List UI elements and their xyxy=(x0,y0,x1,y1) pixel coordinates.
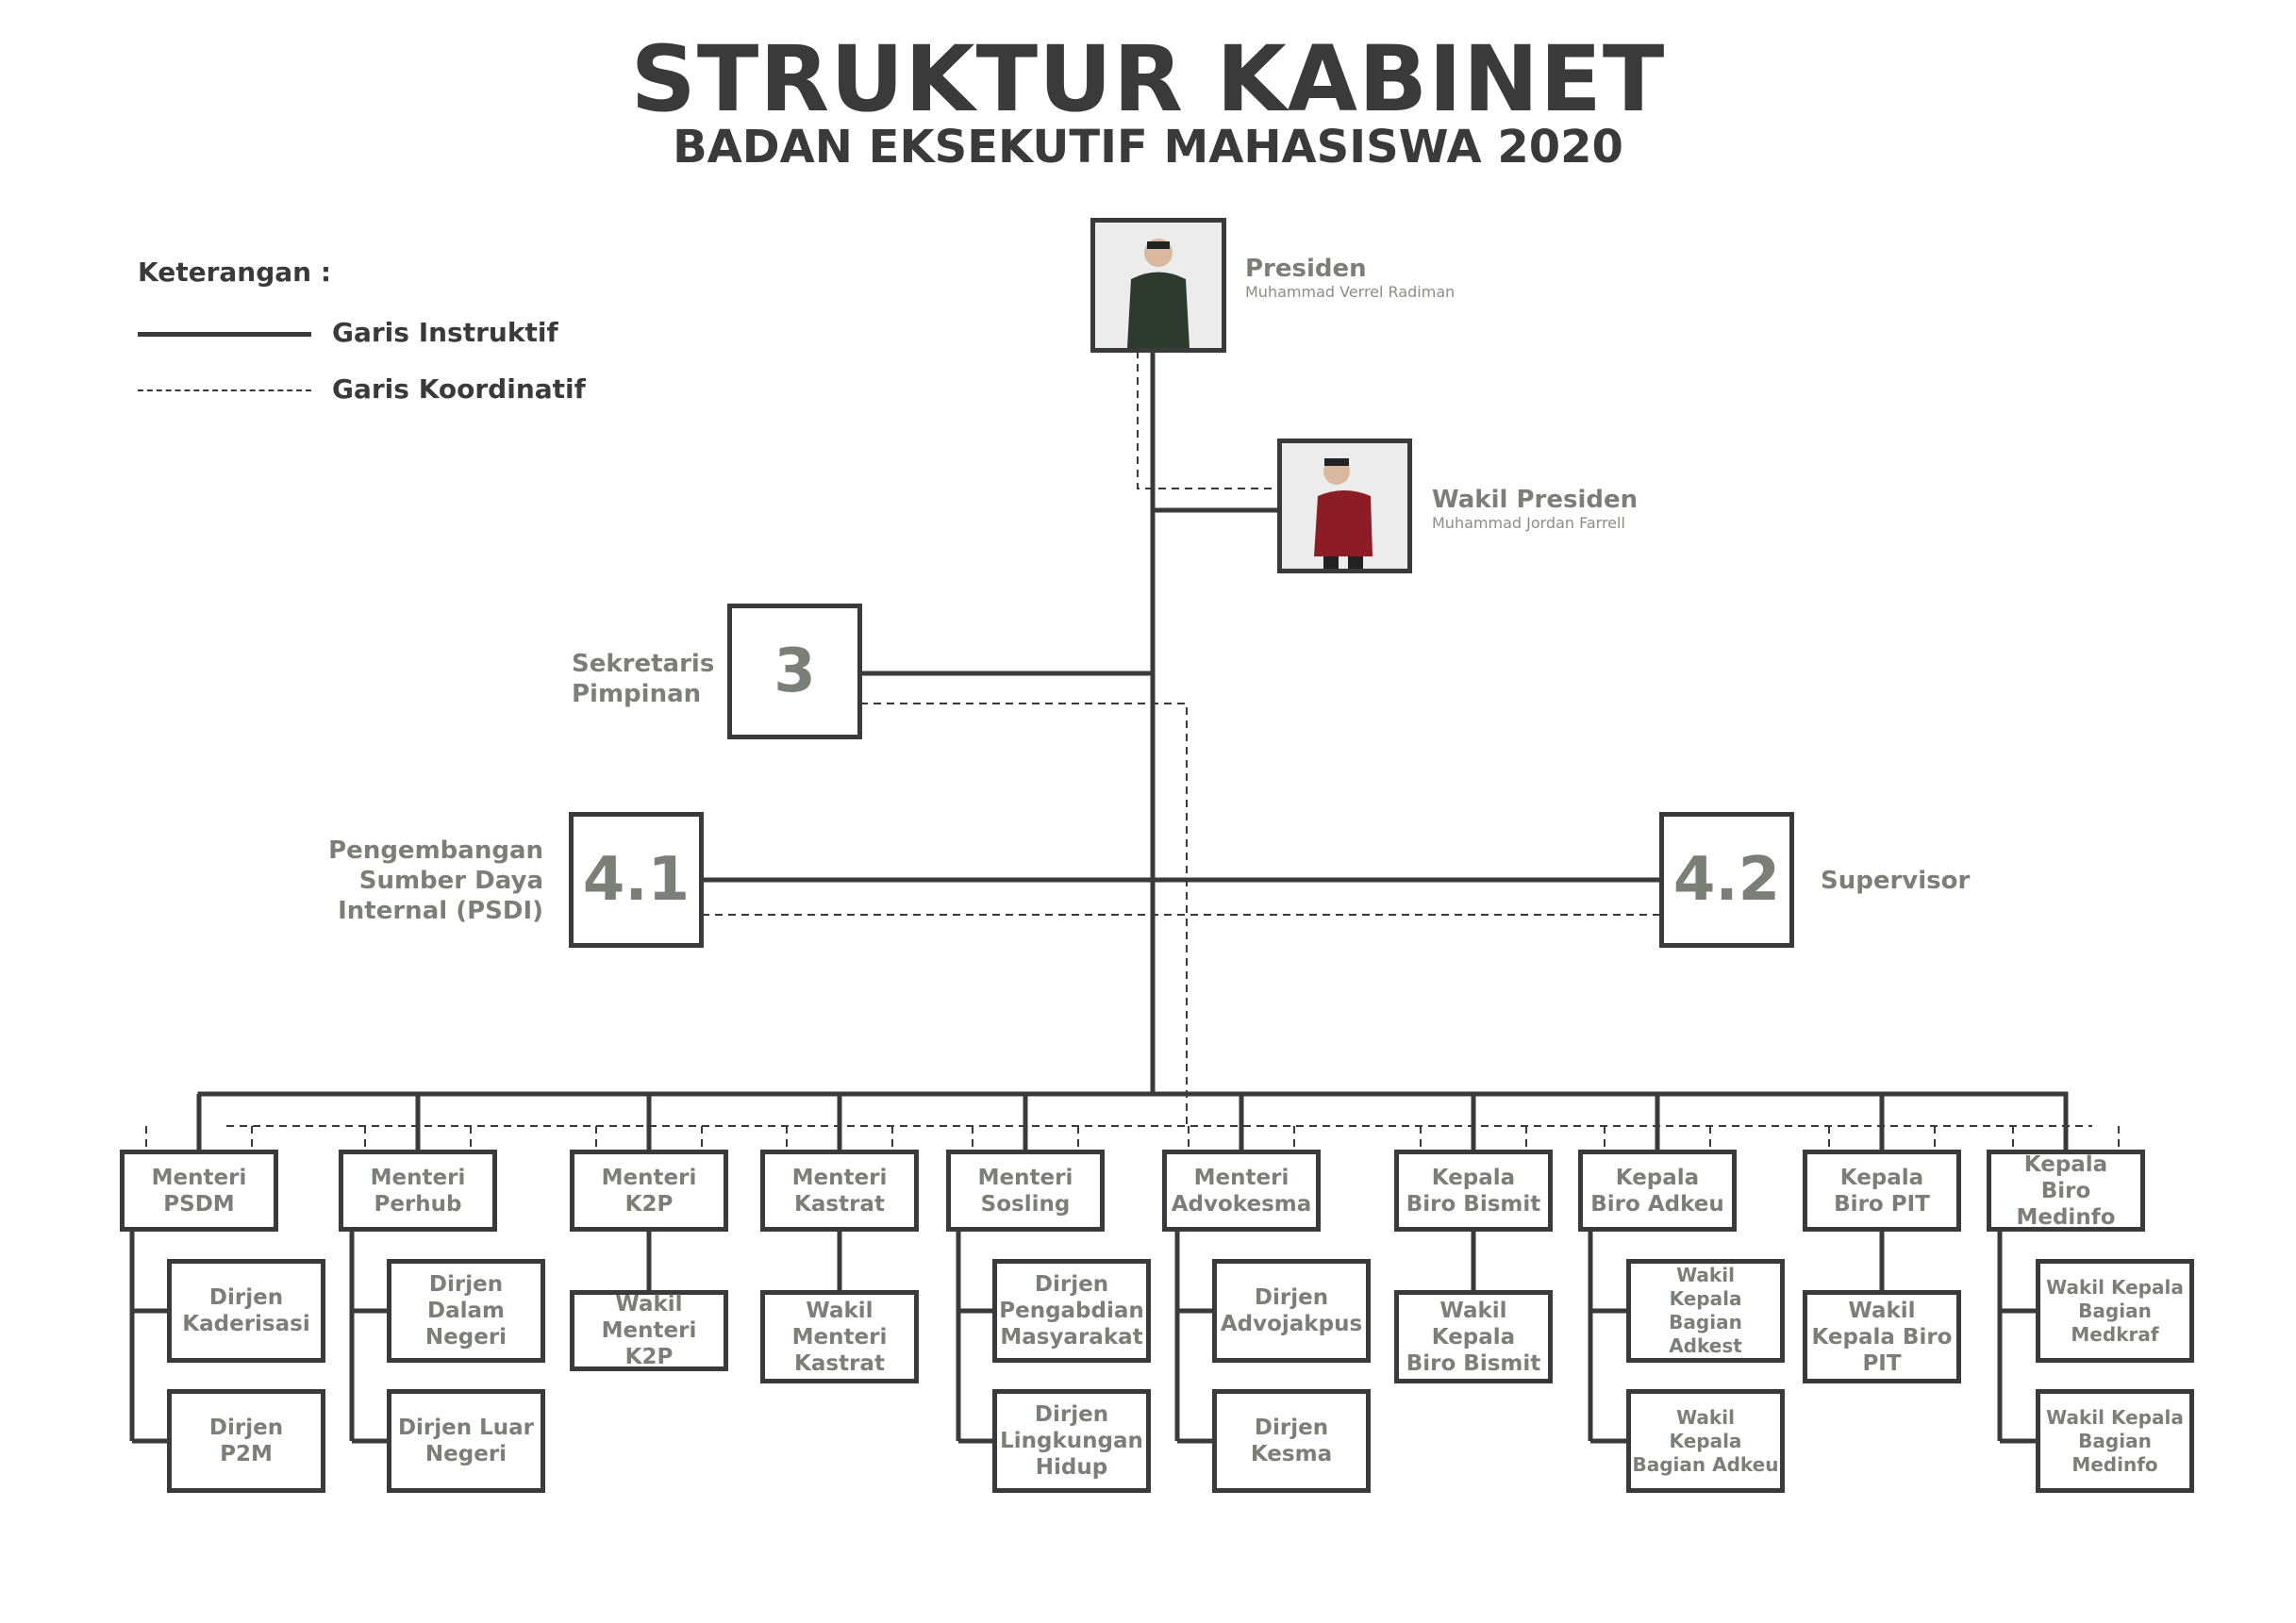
secretary-coord-line xyxy=(860,703,1188,1126)
legend-solid-line xyxy=(138,332,311,337)
unit-sub-box: Dirjen Pengabdian Masyarakat xyxy=(992,1259,1151,1363)
secretary-number-box: 3 xyxy=(727,604,862,739)
legend-solid-label: Garis Instruktif xyxy=(332,317,558,348)
page-subtitle: BADAN EKSEKUTIF MAHASISWA 2020 xyxy=(673,121,1623,174)
legend-dashed-label: Garis Koordinatif xyxy=(332,373,586,405)
unit-head-box: Menteri Sosling xyxy=(946,1150,1105,1232)
unit-sub-box: Dirjen P2M xyxy=(167,1389,325,1493)
psdi-label: Pengembangan Sumber Daya Internal (PSDI) xyxy=(328,836,543,925)
unit-head-box: Menteri Kastrat xyxy=(760,1150,919,1232)
unit-head-box: Kepala Biro PIT xyxy=(1803,1150,1961,1232)
vice-president-name: Muhammad Jordan Farrell xyxy=(1432,514,1625,532)
unit-sub-box: Wakil Menteri K2P xyxy=(570,1290,728,1371)
unit-sub-box: Wakil Menteri Kastrat xyxy=(760,1290,919,1383)
supervisor-label: Supervisor xyxy=(1821,867,1971,895)
secretary-label: Sekretaris Pimpinan xyxy=(572,650,715,708)
unit-sub-box: Wakil Kepala Biro PIT xyxy=(1803,1290,1961,1383)
supervisor-number-box: 4.2 xyxy=(1659,812,1794,948)
unit-head-box: Menteri Advokesma xyxy=(1162,1150,1321,1232)
unit-sub-box: Wakil Kepala Bagian Adkest xyxy=(1626,1259,1785,1363)
vp-coord-line xyxy=(1137,351,1277,489)
unit-sub-box: Wakil Kepala Bagian Medinfo xyxy=(2036,1389,2194,1493)
unit-sub-box: Wakil Kepala Bagian Medkraf xyxy=(2036,1259,2194,1363)
person-photo-icon xyxy=(1095,223,1222,348)
unit-sub-box: Wakil Kepala Bagian Adkeu xyxy=(1626,1389,1785,1493)
unit-sub-box: Dirjen Advojakpus xyxy=(1212,1259,1371,1363)
vice-president-role: Wakil Presiden xyxy=(1432,486,1639,514)
unit-head-box: Kepala Biro Adkeu xyxy=(1578,1150,1737,1232)
unit-sub-box: Dirjen Kaderisasi xyxy=(167,1259,325,1363)
unit-head-box: Menteri K2P xyxy=(570,1150,728,1232)
president-name: Muhammad Verrel Radiman xyxy=(1245,283,1456,301)
president-photo xyxy=(1090,218,1226,353)
unit-head-box: Menteri PSDM xyxy=(120,1150,278,1232)
unit-sub-box: Dirjen Luar Negeri xyxy=(387,1389,545,1493)
unit-head-box: Kepala Biro Bismit xyxy=(1394,1150,1553,1232)
unit-sub-box: Wakil Kepala Biro Bismit xyxy=(1394,1290,1553,1383)
unit-sub-box: Dirjen Lingkungan Hidup xyxy=(992,1389,1151,1493)
unit-sub-box: Dirjen Dalam Negeri xyxy=(387,1259,545,1363)
unit-sub-box: Dirjen Kesma xyxy=(1212,1389,1371,1493)
unit-head-box: Kepala Biro Medinfo xyxy=(1987,1150,2145,1232)
person-photo-icon xyxy=(1282,443,1407,569)
page-title: STRUKTUR KABINET xyxy=(630,26,1666,132)
legend-heading: Keterangan : xyxy=(138,257,332,288)
psdi-number-box: 4.1 xyxy=(569,812,704,948)
vice-president-photo xyxy=(1277,439,1412,573)
unit-head-box: Menteri Perhub xyxy=(339,1150,497,1232)
legend-dashed-line xyxy=(138,389,311,391)
president-role: Presiden xyxy=(1245,255,1367,283)
